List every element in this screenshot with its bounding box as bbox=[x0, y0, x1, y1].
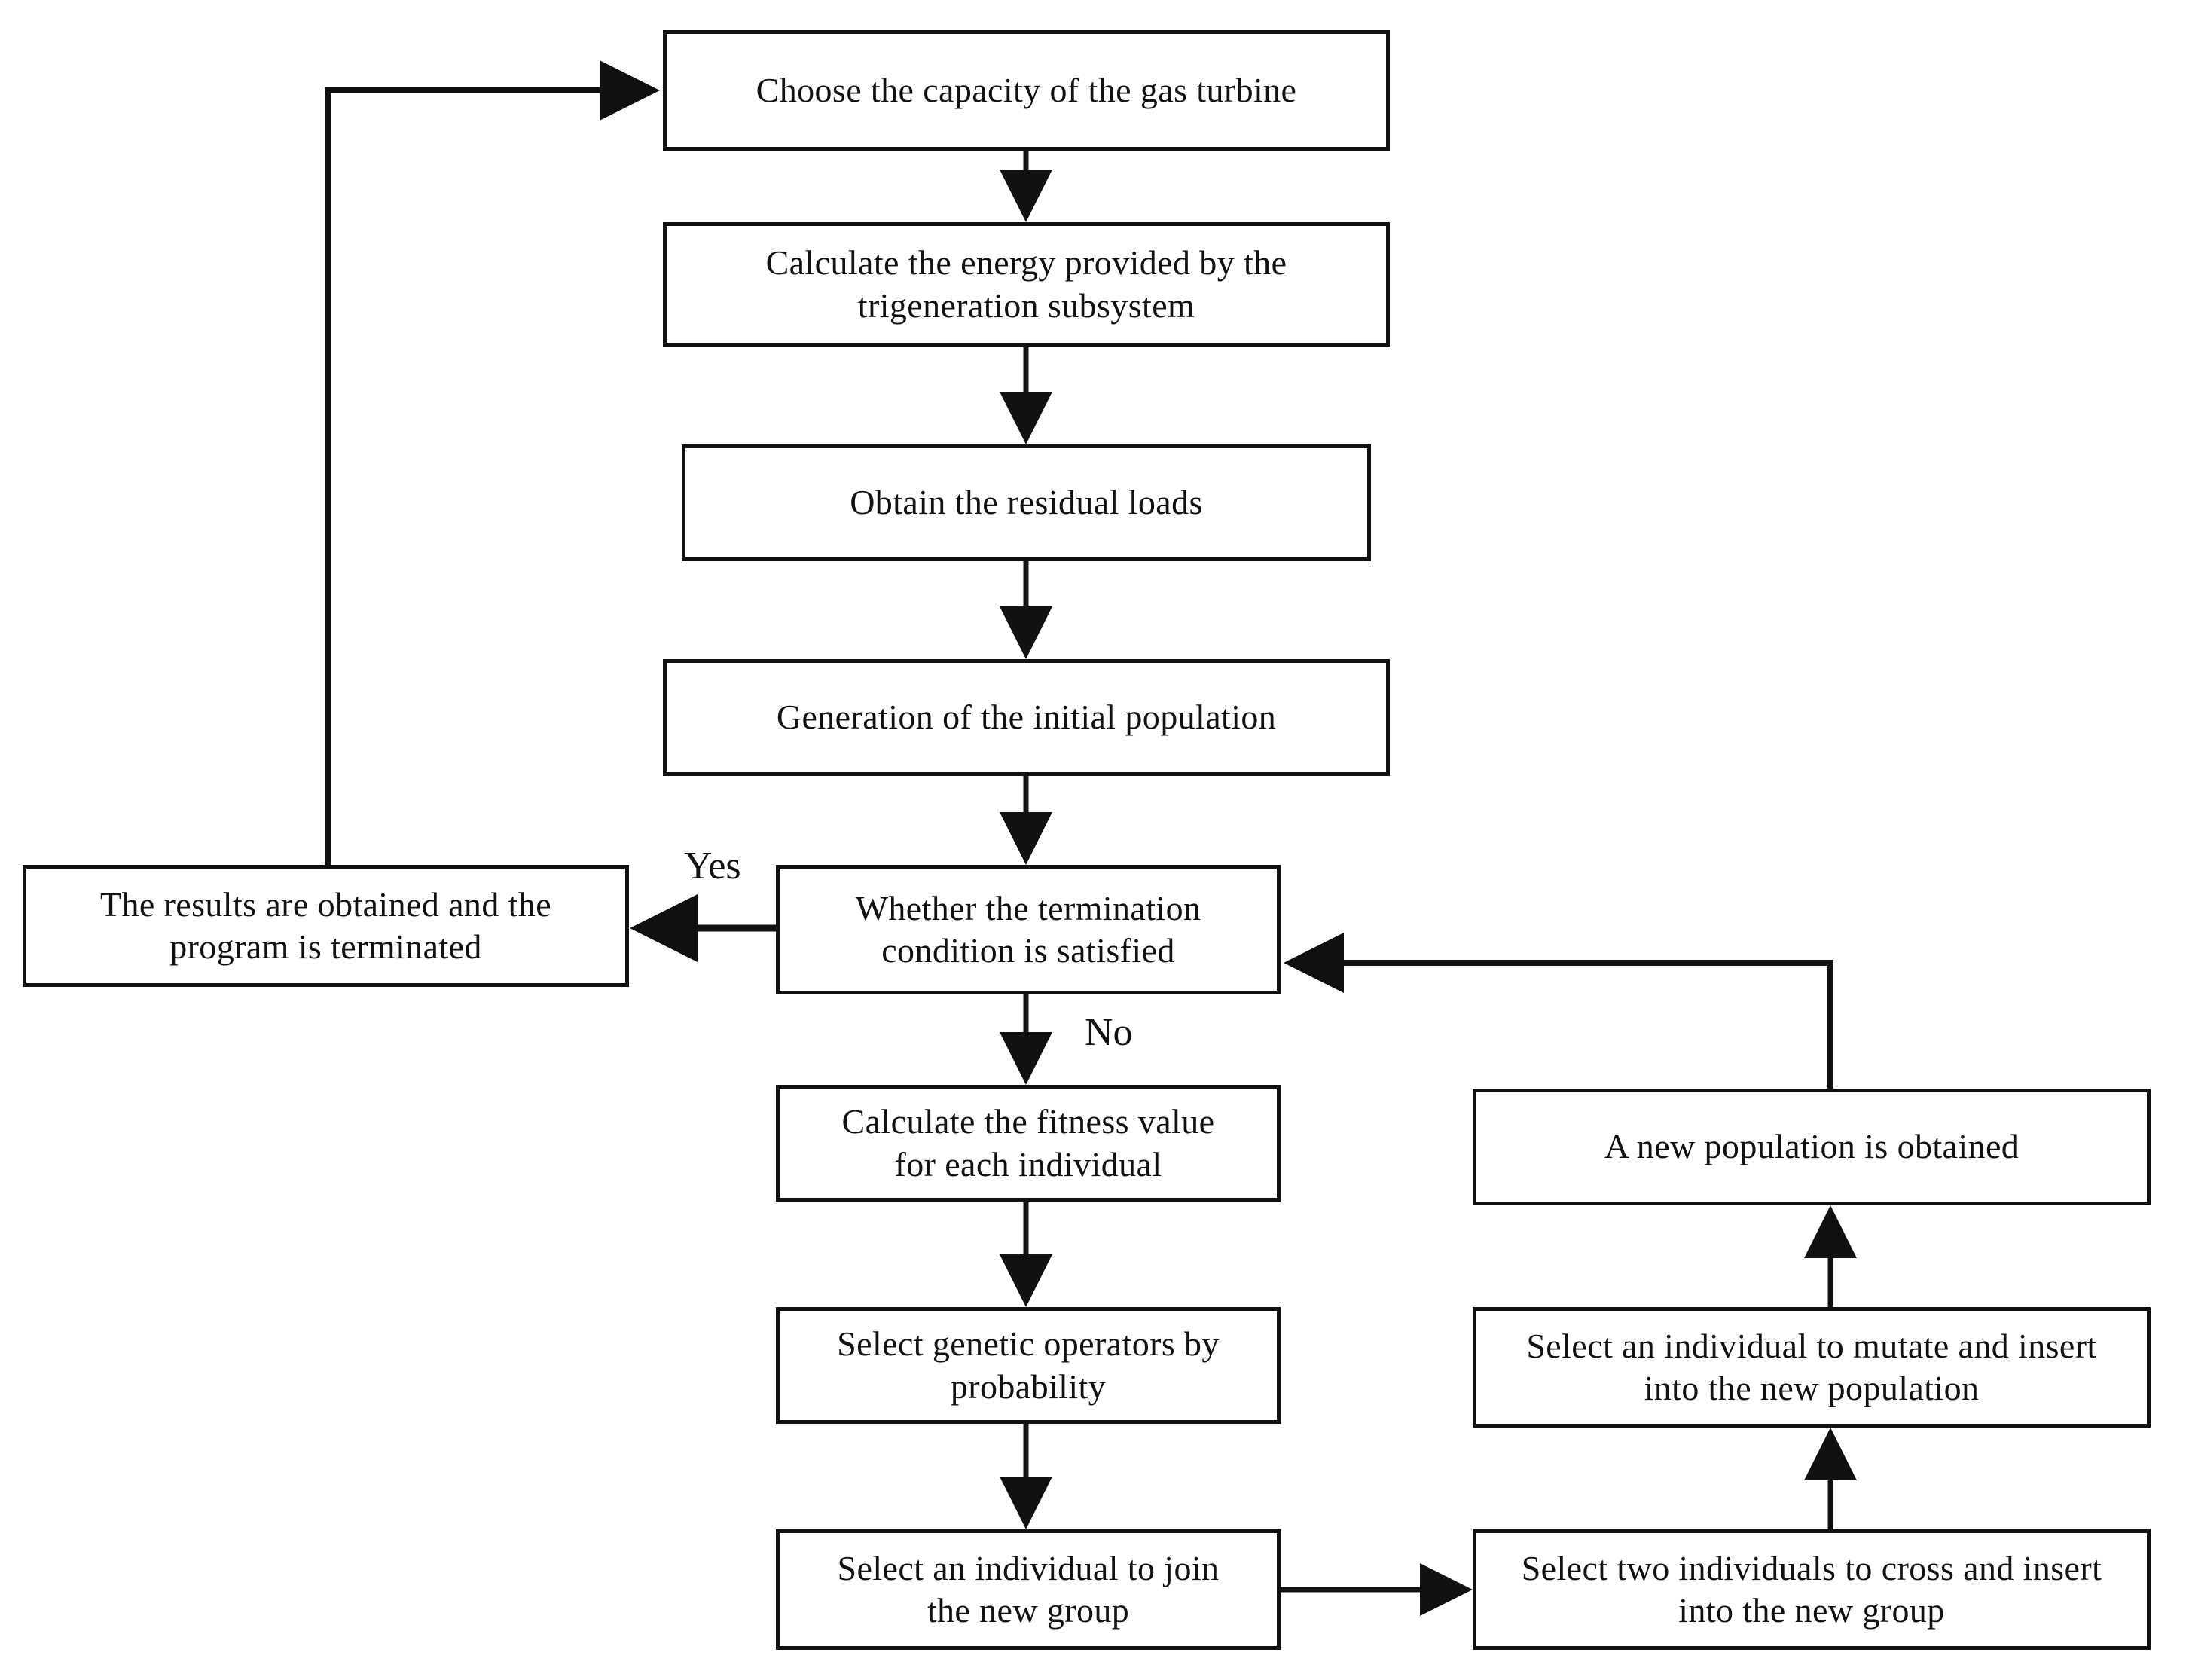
edge-label-no: No bbox=[1085, 1011, 1133, 1054]
node-select-genetic-operators-label: Select genetic operators by probability bbox=[837, 1324, 1220, 1406]
edge-label-yes: Yes bbox=[684, 845, 741, 887]
node-choose-capacity[interactable]: Choose the capacity of the gas turbine bbox=[663, 30, 1390, 151]
node-results-terminated-label: The results are obtained and the program… bbox=[99, 884, 552, 966]
edge-new-population-to-termination-loop bbox=[1284, 933, 1833, 1089]
node-calculate-energy[interactable]: Calculate the energy provided by the tri… bbox=[663, 222, 1390, 347]
node-select-individual-mutate-label: Select an individual to mutate and inser… bbox=[1526, 1326, 2097, 1407]
node-new-population[interactable]: A new population is obtained bbox=[1473, 1089, 2151, 1205]
node-termination-condition-label: Whether the termination condition is sat… bbox=[855, 888, 1201, 970]
node-select-individual-mutate[interactable]: Select an individual to mutate and inser… bbox=[1473, 1307, 2151, 1428]
node-calculate-fitness[interactable]: Calculate the fitness value for each ind… bbox=[776, 1085, 1281, 1202]
node-choose-capacity-label: Choose the capacity of the gas turbine bbox=[756, 70, 1297, 109]
node-select-two-cross-label: Select two individuals to cross and inse… bbox=[1521, 1548, 2102, 1630]
node-obtain-residual-loads[interactable]: Obtain the residual loads bbox=[682, 444, 1371, 561]
node-obtain-residual-loads-label: Obtain the residual loads bbox=[850, 483, 1203, 522]
node-select-two-cross[interactable]: Select two individuals to cross and inse… bbox=[1473, 1529, 2151, 1650]
edge-results-to-choose-loop bbox=[325, 60, 660, 865]
node-generate-initial-population-label: Generation of the initial population bbox=[776, 698, 1277, 737]
node-calculate-fitness-label: Calculate the fitness value for each ind… bbox=[841, 1102, 1215, 1184]
node-results-terminated[interactable]: The results are obtained and the program… bbox=[23, 865, 629, 987]
node-select-individual-join-label: Select an individual to join the new gro… bbox=[837, 1548, 1220, 1630]
node-termination-condition[interactable]: Whether the termination condition is sat… bbox=[776, 865, 1281, 994]
node-select-genetic-operators[interactable]: Select genetic operators by probability bbox=[776, 1307, 1281, 1424]
node-generate-initial-population[interactable]: Generation of the initial population bbox=[663, 659, 1390, 776]
node-select-individual-join[interactable]: Select an individual to join the new gro… bbox=[776, 1529, 1281, 1650]
node-calculate-energy-label: Calculate the energy provided by the tri… bbox=[765, 243, 1287, 325]
node-new-population-label: A new population is obtained bbox=[1604, 1127, 2020, 1166]
